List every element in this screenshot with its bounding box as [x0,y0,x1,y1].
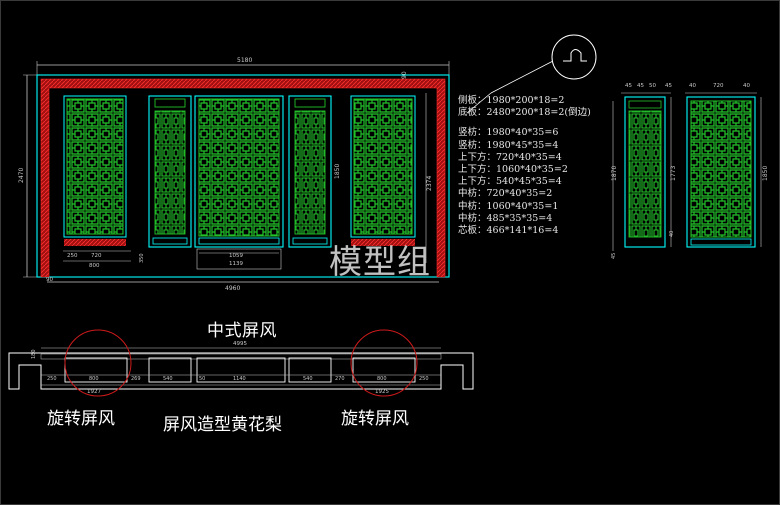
spec-item: 竖枋：1980*45*35=4 [458,139,559,151]
dim-bottom-left: 90 [46,277,53,283]
dim-width-top: 5180 [237,57,252,64]
spec-item: 中枋：485*35*35=4 [458,212,553,224]
spec-item: 芯板：466*141*16=4 [458,225,559,237]
plan-seg-7: 540 [303,376,313,382]
lattice-panel-5 [350,95,416,246]
lattice-panel-3 [194,95,284,248]
plan-seg-3: 269 [131,376,141,382]
narrow-panel-2 [148,95,192,248]
plan-dim-bottom-b: 1925 [375,389,389,395]
spec-item: 底板：2480*200*18=2(倒边) [458,107,591,119]
side-dim-top-a: 45 [625,83,632,89]
dim-base-left-a: 250 [67,253,78,259]
plan-dim-bottom-a: 1927 [87,389,101,395]
dim-base-left-total: 800 [89,263,100,269]
spec-item: 竖枋：1980*40*35=6 [458,127,559,139]
plan-seg-6: 1140 [233,376,246,382]
dim-base-height: 350 [139,253,145,263]
plan-seg-5: 50 [199,376,205,382]
caption-center: 屏风造型黄花梨 [163,415,282,435]
watermark: 模型组 [329,242,431,281]
dim-height-left: 2470 [18,168,25,183]
narrow-panel-4 [288,95,332,248]
side-b-dim-b: 720 [713,83,724,89]
side-dim-bottom-left: 45 [611,253,617,259]
caption-left: 旋转屏风 [47,409,115,429]
dim-height-right: 2374 [426,176,433,191]
spec-item: 侧板：1980*200*18=2 [458,95,565,106]
front-elevation: 5180 2470 90 2374 [18,57,450,292]
drawing-title: 中式屏风 [207,321,277,341]
profile-callout [466,34,597,114]
lattice-panel-1 [63,95,127,246]
rotation-circle-left [64,329,132,397]
side-dim-right: 1850 [762,166,769,181]
caption-right: 旋转屏风 [341,409,409,429]
side-dim-top-a4: 45 [665,83,672,89]
rotation-circle-right [350,329,418,397]
side-dim-top-a3: 50 [649,83,656,89]
screen-outline [36,74,450,278]
plan-seg-4: 540 [163,376,173,382]
side-dim-mid: 1773 [670,166,677,181]
red-frame-band [40,78,446,278]
spec-item: 上下方：540*45*35=4 [458,176,562,188]
spec-item: 上下方：720*40*35=4 [458,151,562,163]
dim-base-left-b: 720 [91,253,102,259]
spec-list: 侧板：1980*200*18=2 底板：2480*200*18=2(倒边) 竖枋… [458,95,591,237]
plan-seg-1: 250 [47,376,57,382]
plan-seg-2: 800 [89,376,99,382]
dim-right-top: 90 [401,71,408,79]
side-b-dim-a: 40 [689,83,696,89]
side-dim-left: 1870 [611,166,618,181]
side-view: 45 45 50 45 1870 1773 45 40 [611,83,677,259]
side-b-dim-c: 40 [743,83,750,89]
dim-inner-height: 1850 [334,164,341,179]
plan-view: 4995 180 250 800 269 540 50 1140 540 270… [8,329,474,397]
side-dim-top-a2: 45 [637,83,644,89]
dim-center-a: 1059 [229,253,243,259]
spec-item: 中枋：720*40*35=2 [458,188,553,200]
side-dim-bottom-mid: 40 [669,231,675,237]
plan-dim-overall: 4995 [233,341,247,347]
spec-item: 上下方：1060*40*35=2 [458,164,568,176]
dim-center-b: 1139 [229,261,243,267]
plan-seg-9: 800 [377,376,387,382]
plan-outline [8,352,474,390]
spec-item: 中枋：1060*40*35=1 [458,200,559,212]
dim-bottom-overall: 4960 [225,285,240,292]
plan-seg-10: 250 [419,376,429,382]
side-view-b: 40 720 40 1850 [685,83,769,248]
plan-dim-left-height: 180 [31,349,37,359]
plan-seg-8: 270 [335,376,345,382]
